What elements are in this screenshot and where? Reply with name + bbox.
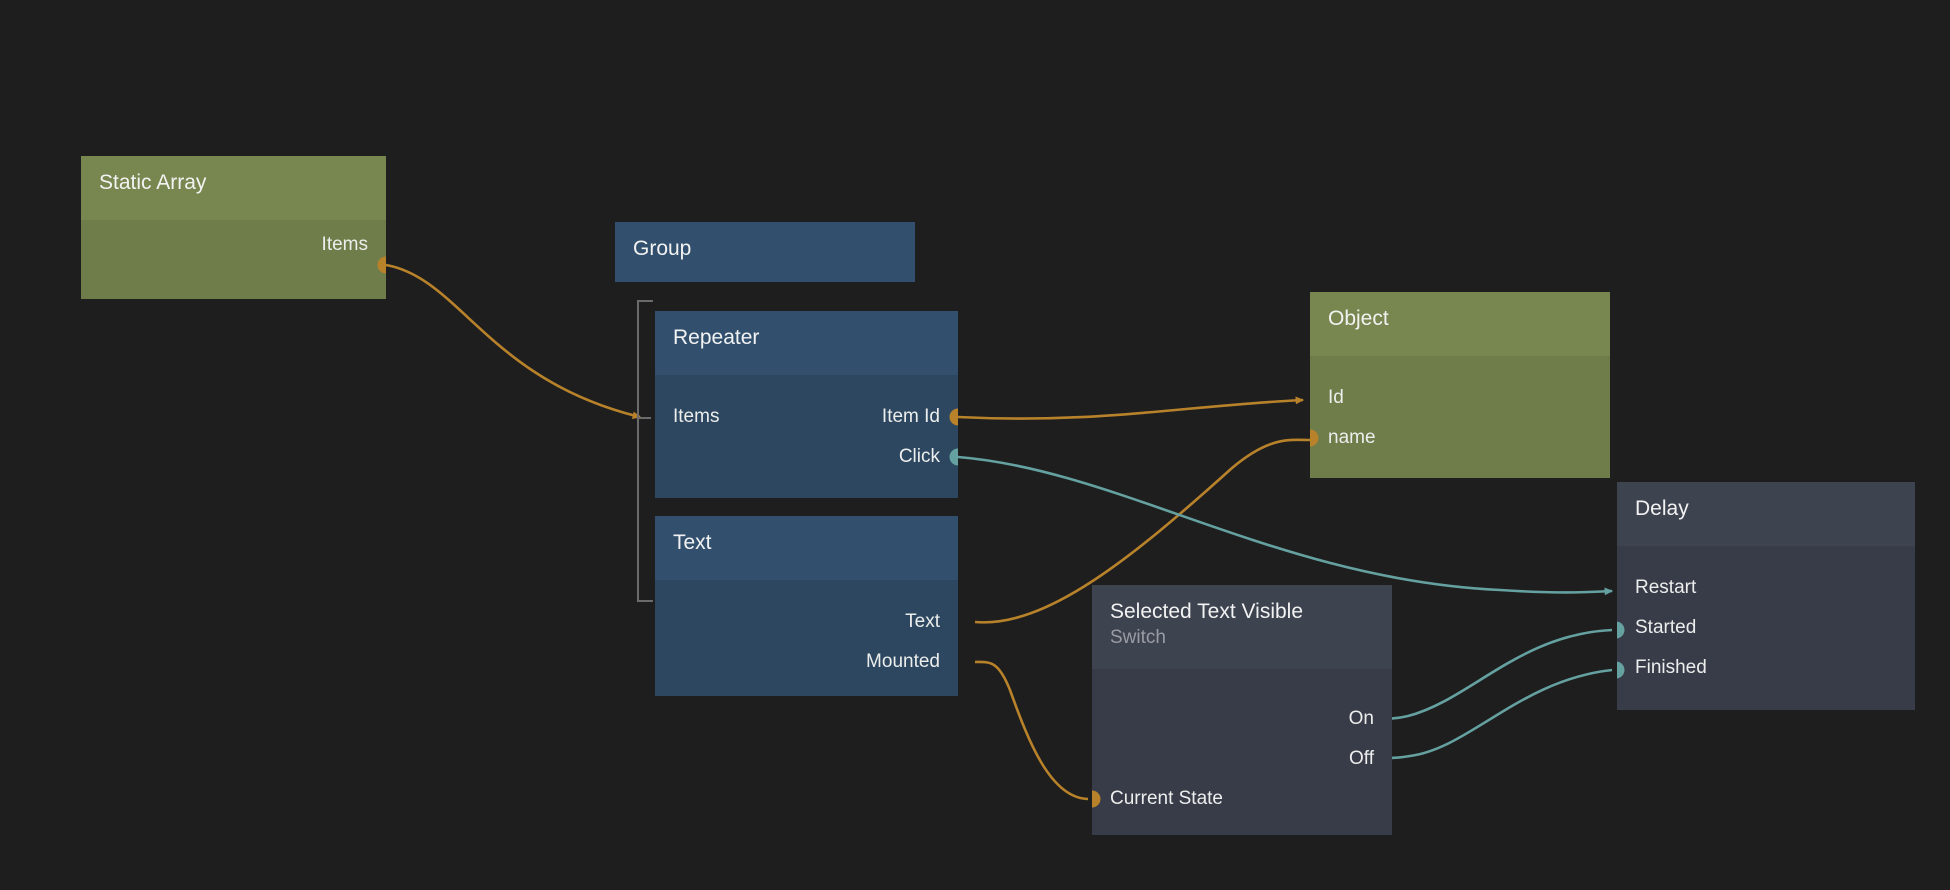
node-static-array-title: Static Array [99,171,207,194]
node-selected-text-visible-body: On Off Current State [1092,669,1392,835]
port-delay-restart-in[interactable]: Restart [1635,575,1696,601]
node-repeater[interactable]: Repeater Items Item Id Click [655,311,958,498]
port-object-name-in[interactable]: name [1328,425,1376,451]
node-selected-text-visible-title: Selected Text Visible [1110,600,1304,623]
port-delay-started-out[interactable]: Started [1635,615,1696,641]
port-text-mounted-in[interactable]: Mounted [866,649,940,675]
port-switch-off-in[interactable]: Off [1349,746,1374,772]
node-group-header[interactable]: Group [615,222,915,282]
port-label-name: name [1328,427,1376,448]
port-repeater-click-out[interactable]: Click [899,444,940,470]
node-group-title: Group [633,237,692,260]
port-switch-on-in[interactable]: On [1349,706,1374,732]
edge-delay-started-to-switch-on [1376,628,1613,723]
node-text-body: Text Mounted [655,580,958,696]
node-object-body: Id name [1310,356,1610,478]
port-label-mounted: Mounted [866,651,940,672]
port-label-started: Started [1635,617,1697,638]
port-delay-finished-out[interactable]: Finished [1635,655,1707,681]
group-children-bracket [637,300,653,602]
port-repeater-itemid-out[interactable]: Item Id [882,404,940,430]
port-static-array-items-out[interactable]: Items [322,232,368,258]
node-repeater-title: Repeater [673,326,760,349]
node-static-array-body: Items [81,220,386,299]
node-text-title: Text [673,531,712,554]
port-label-finished: Finished [1635,657,1707,678]
port-label-click: Click [898,446,940,467]
port-label-restart: Restart [1635,577,1697,598]
node-delay-title: Delay [1635,497,1689,520]
node-selected-text-visible[interactable]: Selected Text Visible Switch On Off Curr… [1092,585,1392,835]
node-delay[interactable]: Delay Restart Started Finished [1617,482,1915,710]
node-static-array-header[interactable]: Static Array [81,156,386,220]
edge-delay-finished-to-switch-off [1378,668,1613,762]
port-object-id-in[interactable]: Id [1328,385,1344,411]
node-text[interactable]: Text Text Mounted [655,516,958,696]
port-label-text: Text [905,611,940,632]
node-static-array[interactable]: Static Array Items [81,156,386,299]
node-delay-header[interactable]: Delay [1617,482,1915,546]
group-bracket-tick-repeater [637,417,651,419]
edge-static-array-items-to-repeater-items [385,263,642,420]
port-label-current-state: Current State [1110,788,1223,809]
port-label-off: Off [1349,748,1374,769]
node-repeater-header[interactable]: Repeater [655,311,958,375]
node-object-title: Object [1328,307,1389,330]
port-label-item-id: Item Id [881,406,940,427]
port-text-text-in[interactable]: Text [905,609,940,635]
node-delay-body: Restart Started Finished [1617,546,1915,710]
port-label-items: Items [321,234,368,255]
node-object-header[interactable]: Object [1310,292,1610,356]
node-selected-text-visible-subtitle: Switch [1110,627,1166,648]
node-selected-text-visible-header[interactable]: Selected Text Visible Switch [1092,585,1392,669]
edge-switch-currentstate-to-text-mounted [974,660,1089,801]
port-switch-current-state-out[interactable]: Current State [1110,786,1223,812]
port-label-items: Items [673,406,720,427]
edge-repeater-itemid-to-object-id [957,396,1305,420]
port-repeater-items-in[interactable]: Items [673,404,719,430]
node-object[interactable]: Object Id name [1310,292,1610,478]
node-repeater-body: Items Item Id Click [655,375,958,498]
port-label-id: Id [1328,387,1344,408]
node-text-header[interactable]: Text [655,516,958,580]
port-label-on: On [1348,708,1374,729]
node-group[interactable]: Group [615,222,915,282]
